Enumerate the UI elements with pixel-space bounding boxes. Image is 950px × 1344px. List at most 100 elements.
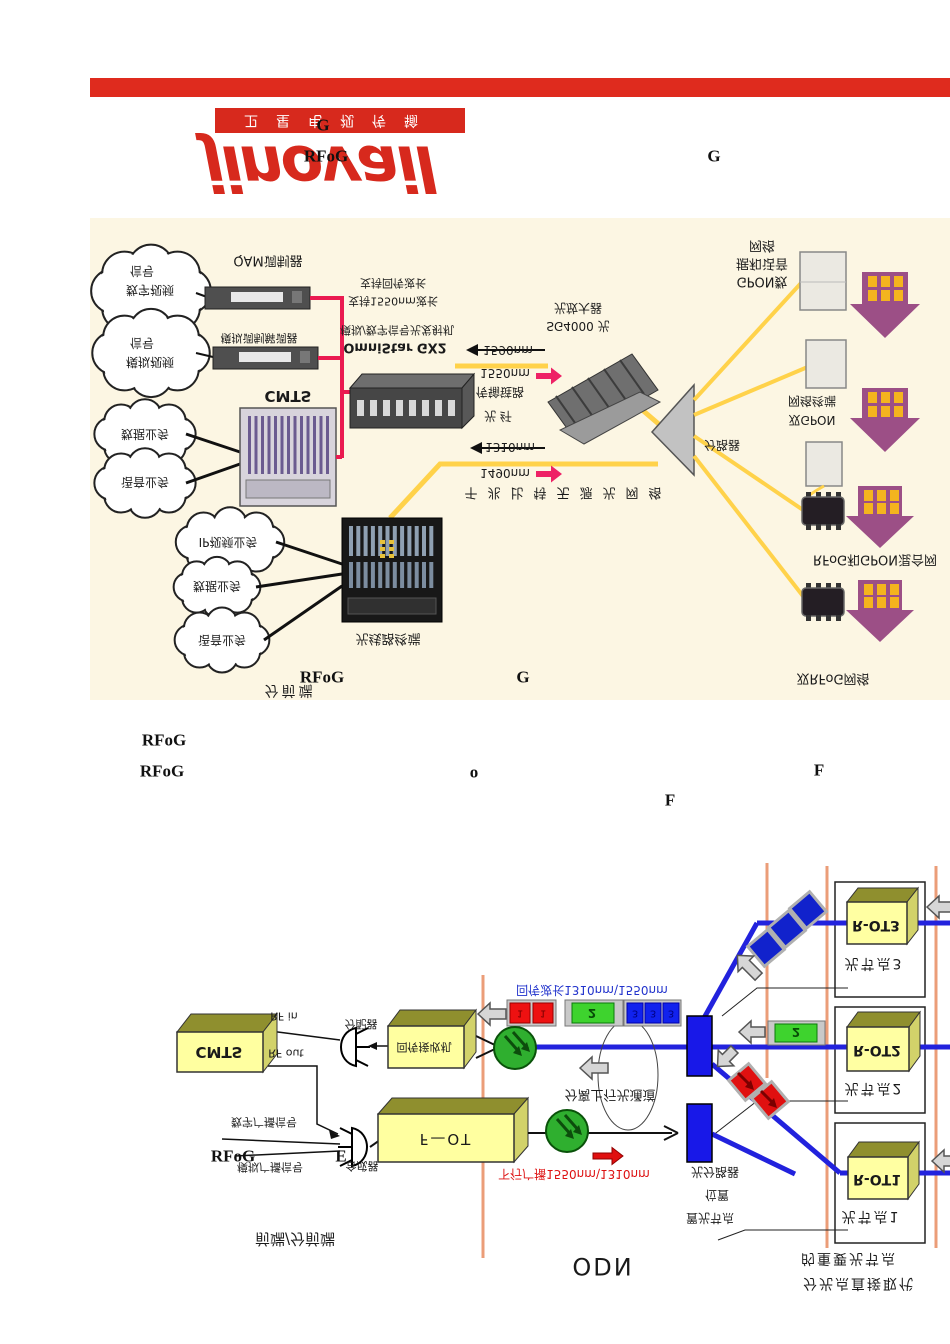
node1-outline: [834, 1122, 926, 1244]
gfx-tx: CMTS: [265, 387, 312, 405]
gfx-line: [587, 377, 613, 413]
gfx-tx: 信号: [130, 264, 154, 278]
gfx-wins: [248, 416, 329, 474]
gfx-poly: [846, 516, 914, 548]
gfx-tx: OmniStar GX2: [343, 340, 446, 355]
omnistar-transmitter: [348, 373, 476, 389]
gfx-tx: 的重要光节点: [801, 1250, 897, 1266]
gfx-wins: [380, 540, 394, 558]
pointer-line-1: [721, 987, 848, 1017]
gfx-line: [692, 434, 808, 514]
body-text-F: F: [814, 761, 824, 780]
body-text-F: F: [665, 791, 675, 810]
gpon-ont-1: [799, 251, 847, 311]
gfx-tx: 光节点2: [845, 1080, 904, 1096]
fot-top: [376, 1097, 530, 1115]
gfx-tx: 语音业务: [198, 633, 246, 648]
gfx-line: [263, 584, 343, 642]
rfog-onu-2: [801, 587, 845, 617]
gfx-line: [693, 364, 811, 417]
gfx-tx: 网络终端: [788, 394, 836, 409]
gfx-rect: [662, 1002, 680, 1024]
logo-box-text: 卫星电视传输: [244, 112, 436, 128]
body-text-RFoG: RFoG: [211, 1147, 255, 1166]
splitter-triangle: [650, 383, 695, 477]
gfx-tx: R-OT3: [852, 917, 900, 933]
rfog-onu-1: [801, 496, 845, 526]
gfx-rect: [347, 597, 437, 615]
gfx-poly: [565, 1129, 574, 1139]
gfx-rect: [349, 387, 463, 429]
gray-arrow-downleft: [736, 954, 764, 982]
gfx-poly: [768, 1098, 777, 1108]
gray-arrow-cells: [476, 1001, 507, 1027]
gfx-poly: [850, 304, 920, 338]
gfx-line: [619, 359, 645, 395]
gfx-tx: 3: [632, 1008, 638, 1019]
gfx-poly: [846, 610, 914, 642]
logo-script: jinovail: [195, 132, 437, 205]
gfx-rect: [571, 1002, 615, 1024]
gpon-ont-2: [805, 339, 847, 389]
gfx-tx: 光节点3: [845, 955, 904, 971]
gfx-tx: 2: [792, 1025, 800, 1039]
return-receiver-box: [387, 1025, 465, 1069]
gfx-line: [275, 540, 343, 566]
gfx-rect: [774, 1023, 818, 1043]
gfx-tx: 据和话音: [736, 256, 788, 272]
gfx-tx: 1310nm: [485, 440, 535, 454]
gfx-wins: [864, 584, 899, 608]
gfx-tx: RFoG和GPON混合网: [813, 552, 937, 567]
gfx-line: [339, 1159, 353, 1167]
gfx-tx: IP视频业务: [199, 535, 258, 550]
cloud-voice2: [173, 606, 271, 674]
gfx-tx: 数据业务: [193, 579, 241, 594]
gfx-tx: 数字广播信号: [231, 1116, 297, 1130]
gfx-tx: 双GPON: [789, 413, 836, 427]
body-text-G: G: [516, 668, 529, 687]
node3-outline: [834, 881, 926, 998]
arrow-1490: [536, 465, 562, 483]
gfx-tx: 下行广播1550nm\1310nm: [498, 1167, 650, 1181]
rot2-box: [846, 1026, 910, 1072]
gfx-rect: [509, 1002, 531, 1024]
gfx-tx: 数字视频: [126, 283, 174, 298]
gfx-tx: R-OT2: [853, 1042, 901, 1058]
gfx-rect: [532, 1002, 554, 1024]
gfx-tx: 回传波长1310nm\1550nm: [516, 983, 668, 998]
gfx-line: [355, 1059, 369, 1067]
pointer-line-3: [717, 1229, 848, 1241]
gfx-tx: 回传接收机: [397, 1041, 452, 1055]
gfx-wins: [357, 400, 455, 416]
cmts2-box: [176, 1031, 264, 1073]
gray-arrow-node2: [737, 1019, 766, 1045]
gfx-tx: RF out: [268, 1047, 304, 1060]
wdm-chip-blue-2: [766, 908, 808, 950]
cloud-analog-video: [91, 307, 211, 399]
fot-box: [377, 1113, 515, 1163]
combiner-icon: [351, 1126, 368, 1168]
gfx-tx: SG4000 光: [546, 319, 609, 333]
gfx-poly: [521, 1042, 530, 1052]
gfx-poly: [558, 391, 662, 445]
cloud-data2: [172, 555, 262, 619]
gfx-line: [269, 1030, 341, 1041]
rf-splitter-icon: [340, 1026, 357, 1068]
red-downstream-arrow: [592, 1146, 624, 1166]
gfx-poly: [745, 1080, 754, 1090]
logo-box: [215, 108, 465, 133]
blue-splitter-1: [686, 1015, 713, 1077]
gfx-line: [234, 1150, 341, 1157]
gfx-tx: 语音业务: [121, 475, 169, 490]
gfx-tx: 光节点1: [842, 1208, 901, 1224]
gfx-tx: CMTS: [196, 1043, 243, 1061]
gfx-wins: [806, 615, 841, 621]
gfx-tx: GPON数: [737, 274, 788, 289]
body-text-RFoG: RFoG: [300, 668, 344, 687]
gfx-rect: [644, 1002, 662, 1024]
gfx-tx: 3: [650, 1008, 656, 1019]
gfx-tx: 1: [540, 1008, 546, 1019]
gfx-rect: [239, 352, 291, 362]
rot2-top: [846, 1011, 921, 1028]
